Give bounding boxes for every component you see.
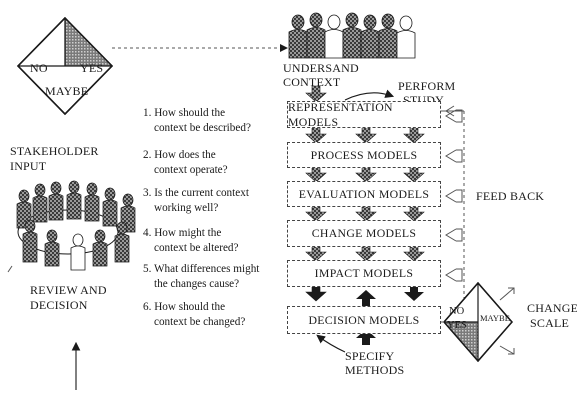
stakeholder-input-label-1: STAKEHOLDER <box>10 144 99 158</box>
change-models-label: CHANGE MODELS <box>311 226 417 240</box>
question-4-line-1: 4. How might the <box>143 227 222 239</box>
diamond-right-no: NO <box>449 306 465 317</box>
question-1-line-1: 1. How should the <box>143 107 226 119</box>
process-models-label: PROCESS MODELS <box>310 147 418 162</box>
diamond-right-yes: YES <box>447 320 467 331</box>
question-6: 6. How should the context be changed? <box>143 300 293 329</box>
review-decision-label-1: REVIEW AND <box>30 283 107 297</box>
change-models-box: CHANGE MODELS <box>287 220 441 247</box>
people-group-top-icon <box>288 12 416 59</box>
question-4: 4. How might the context be altered? <box>143 226 293 255</box>
question-6-line-1: 6. How should the <box>143 301 226 313</box>
diamond-top-no: NO <box>30 61 48 75</box>
question-4-line-2: context be altered? <box>154 241 239 254</box>
flow-arrows-down <box>305 85 425 345</box>
question-2-line-1: 2. How does the <box>143 149 216 161</box>
review-decision-label-2: DECISION <box>30 298 88 312</box>
evaluation-models-label: EVALUATION MODELS <box>298 186 430 201</box>
representation-models-box: REPRESENTATION MODELS <box>287 99 441 129</box>
perform-study-arrow <box>344 89 395 101</box>
change-scale-label-1: CHANGE <box>527 301 577 315</box>
change-scale-label-2: SCALE <box>530 316 570 330</box>
evaluation-models-box: EVALUATION MODELS <box>287 181 441 207</box>
decision-diamond-right <box>443 281 513 363</box>
diamond-right-maybe: MAYBE <box>480 313 510 323</box>
process-models-box: PROCESS MODELS <box>287 142 441 168</box>
impact-models-label: IMPACT MODELS <box>314 266 414 280</box>
diamond-top-yes: YES <box>80 61 104 75</box>
question-1: 1. How should the context be described? <box>143 106 293 135</box>
feed-back-label: FEED BACK <box>476 189 545 203</box>
decision-models-box: DECISION MODELS <box>287 306 441 334</box>
question-5-line-1: 5. What differences might <box>143 263 260 275</box>
specify-methods-label-1: SPECIFY <box>345 349 395 363</box>
understand-context-label-1: UNDERSAND <box>283 61 359 75</box>
question-2: 2. How does the context operate? <box>143 148 293 177</box>
question-5-line-2: the changes cause? <box>154 277 240 290</box>
question-3-line-1: 3. Is the current context <box>143 187 249 199</box>
specify-methods-label-2: METHODS <box>345 363 405 377</box>
understand-context-label-2: CONTEXT <box>283 75 341 89</box>
representation-models-label: REPRESENTATION MODELS <box>288 99 393 129</box>
change-scale-arrows <box>499 287 515 355</box>
feedback-loop <box>440 105 465 298</box>
question-3: 3. Is the current context working well? <box>143 186 293 215</box>
question-3-line-2: working well? <box>154 201 219 214</box>
question-5: 5. What differences might the changes ca… <box>143 262 293 291</box>
perform-study-label-1: PERFORM <box>398 79 456 93</box>
question-1-line-2: context be described? <box>154 121 251 134</box>
question-2-line-2: context operate? <box>154 163 228 176</box>
impact-models-box: IMPACT MODELS <box>287 260 441 287</box>
question-6-line-2: context be changed? <box>154 315 246 328</box>
specify-methods-arrow <box>316 334 346 353</box>
stakeholder-input-label-2: INPUT <box>10 159 47 173</box>
decision-models-label: DECISION MODELS <box>308 312 420 327</box>
diamond-top-maybe: MAYBE <box>45 84 89 98</box>
people-group-left-icon <box>16 180 136 271</box>
decision-diamond-top <box>16 16 114 116</box>
